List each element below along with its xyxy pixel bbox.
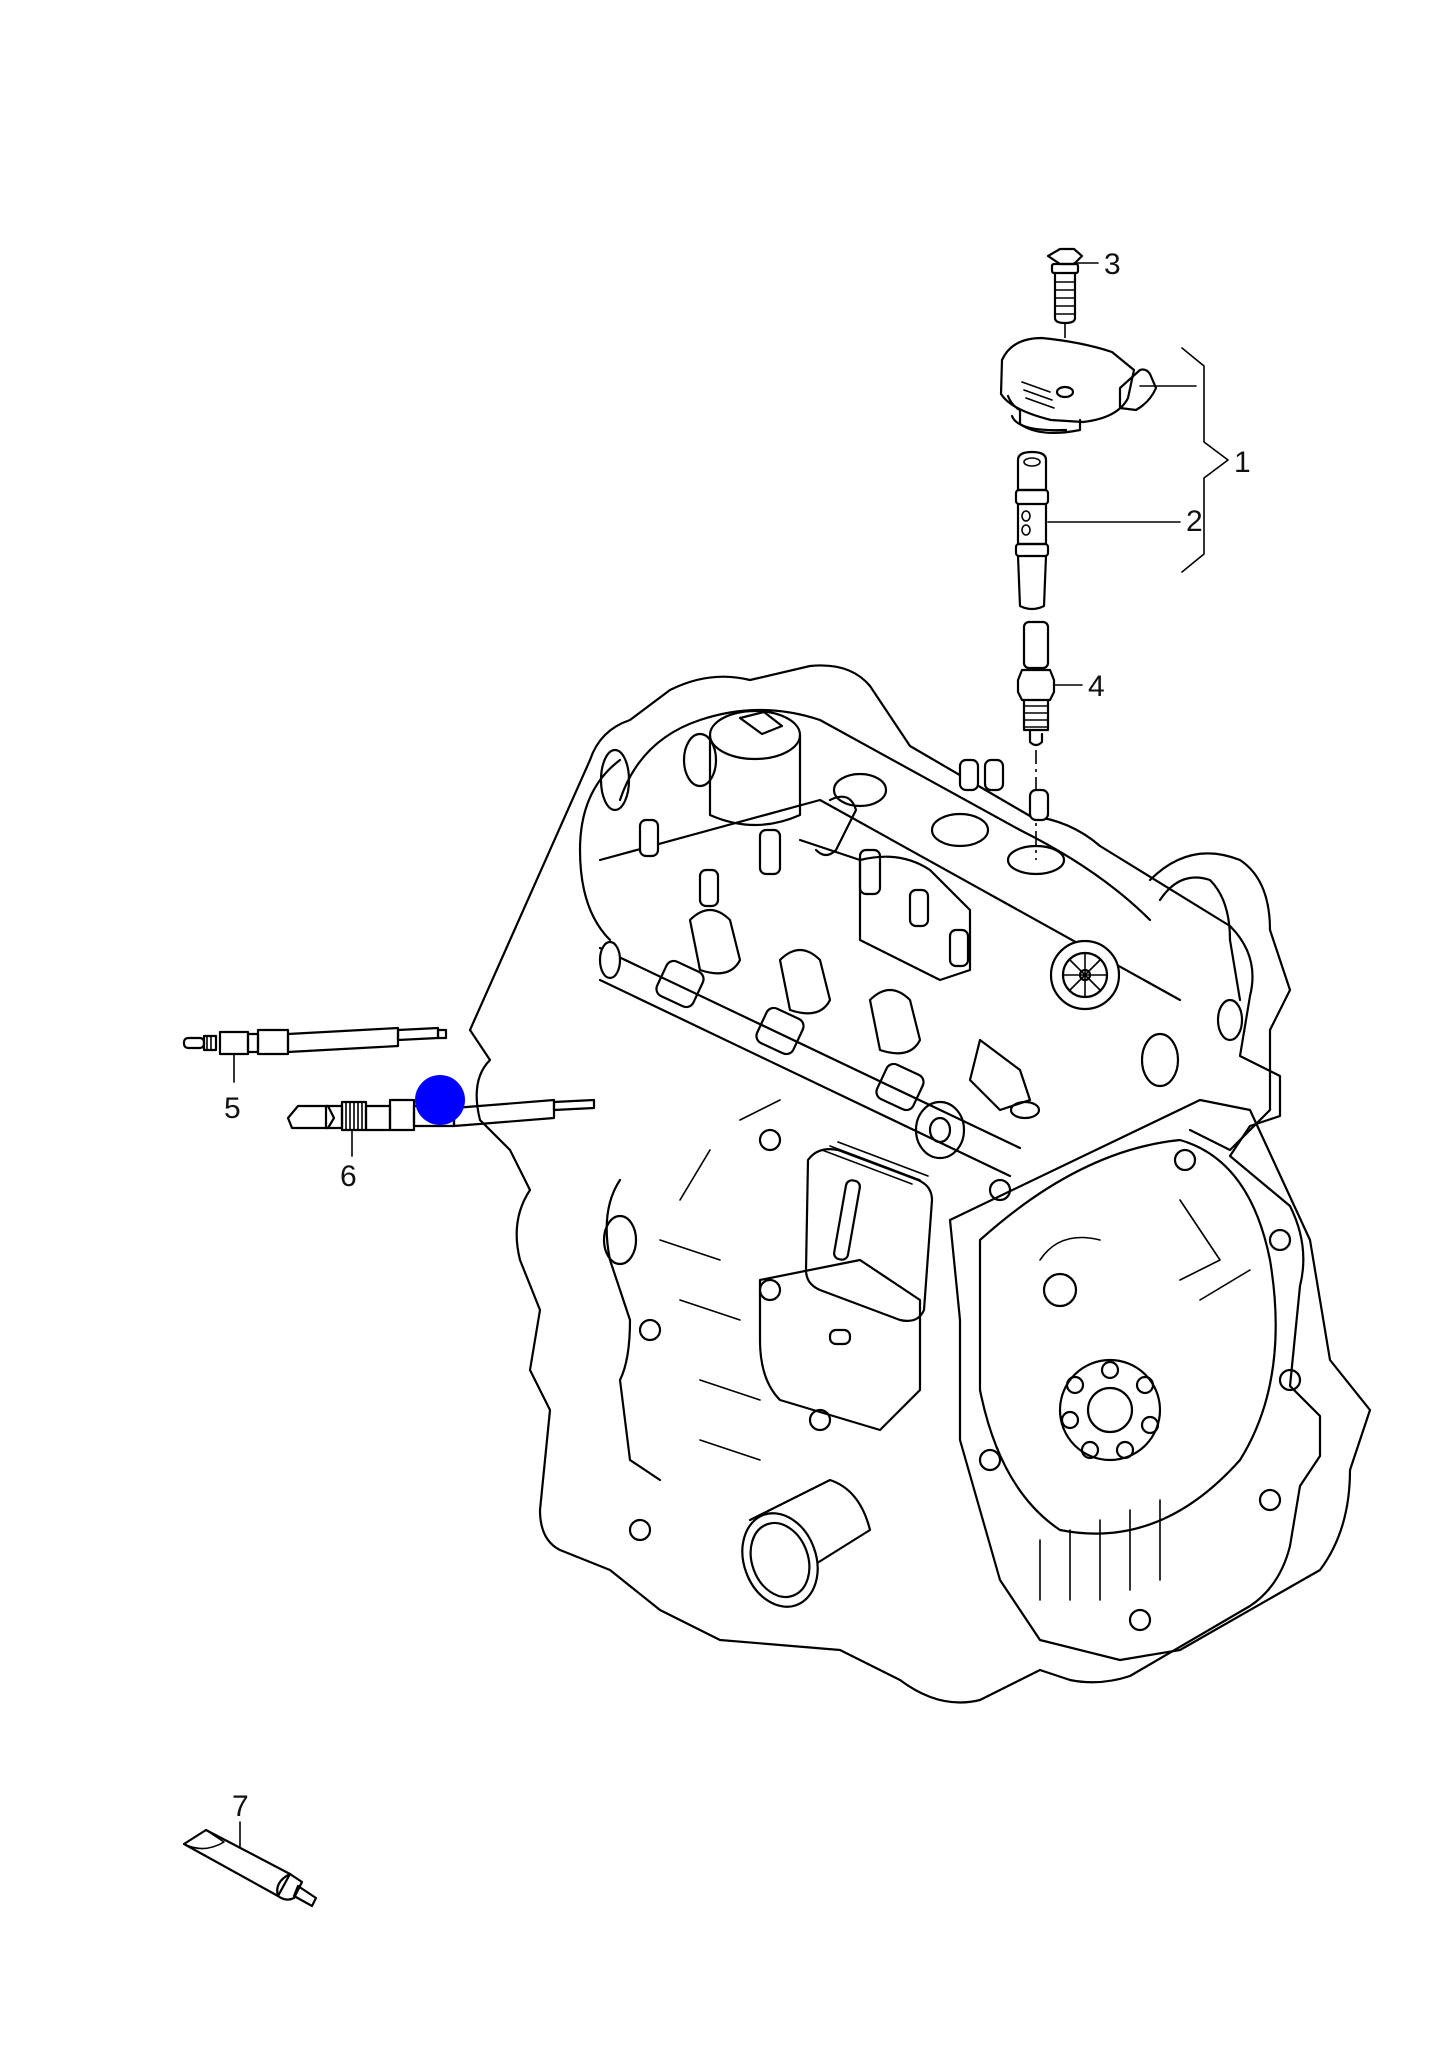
- callout-2[interactable]: 2: [1186, 505, 1203, 538]
- flywheel-housing: [948, 1098, 1372, 1662]
- spark-plug-part-4[interactable]: [1016, 620, 1083, 747]
- selection-marker-dot[interactable]: [415, 1075, 465, 1125]
- callout-1[interactable]: 1: [1234, 446, 1251, 479]
- ignition-coil-part-1[interactable]: [999, 336, 1197, 435]
- oil-cooler: [804, 1141, 934, 1322]
- oil-filter: [741, 1478, 872, 1608]
- engine-block: [468, 664, 1372, 1704]
- glow-plug-part-5[interactable]: [182, 1026, 448, 1083]
- bracket-callout-1: [1181, 347, 1229, 573]
- cam-cover-posts: [638, 758, 1050, 968]
- connector-rod-part-2[interactable]: [1014, 450, 1181, 611]
- callout-5[interactable]: 5: [224, 1092, 241, 1125]
- sealant-tube-part-7[interactable]: [182, 1821, 318, 1908]
- callout-4[interactable]: 4: [1088, 670, 1105, 703]
- bolt-part-3[interactable]: [1046, 247, 1099, 325]
- callout-3[interactable]: 3: [1104, 248, 1121, 281]
- callout-7[interactable]: 7: [232, 1790, 249, 1823]
- fuel-rail: [598, 940, 1022, 1178]
- callout-6[interactable]: 6: [340, 1160, 357, 1193]
